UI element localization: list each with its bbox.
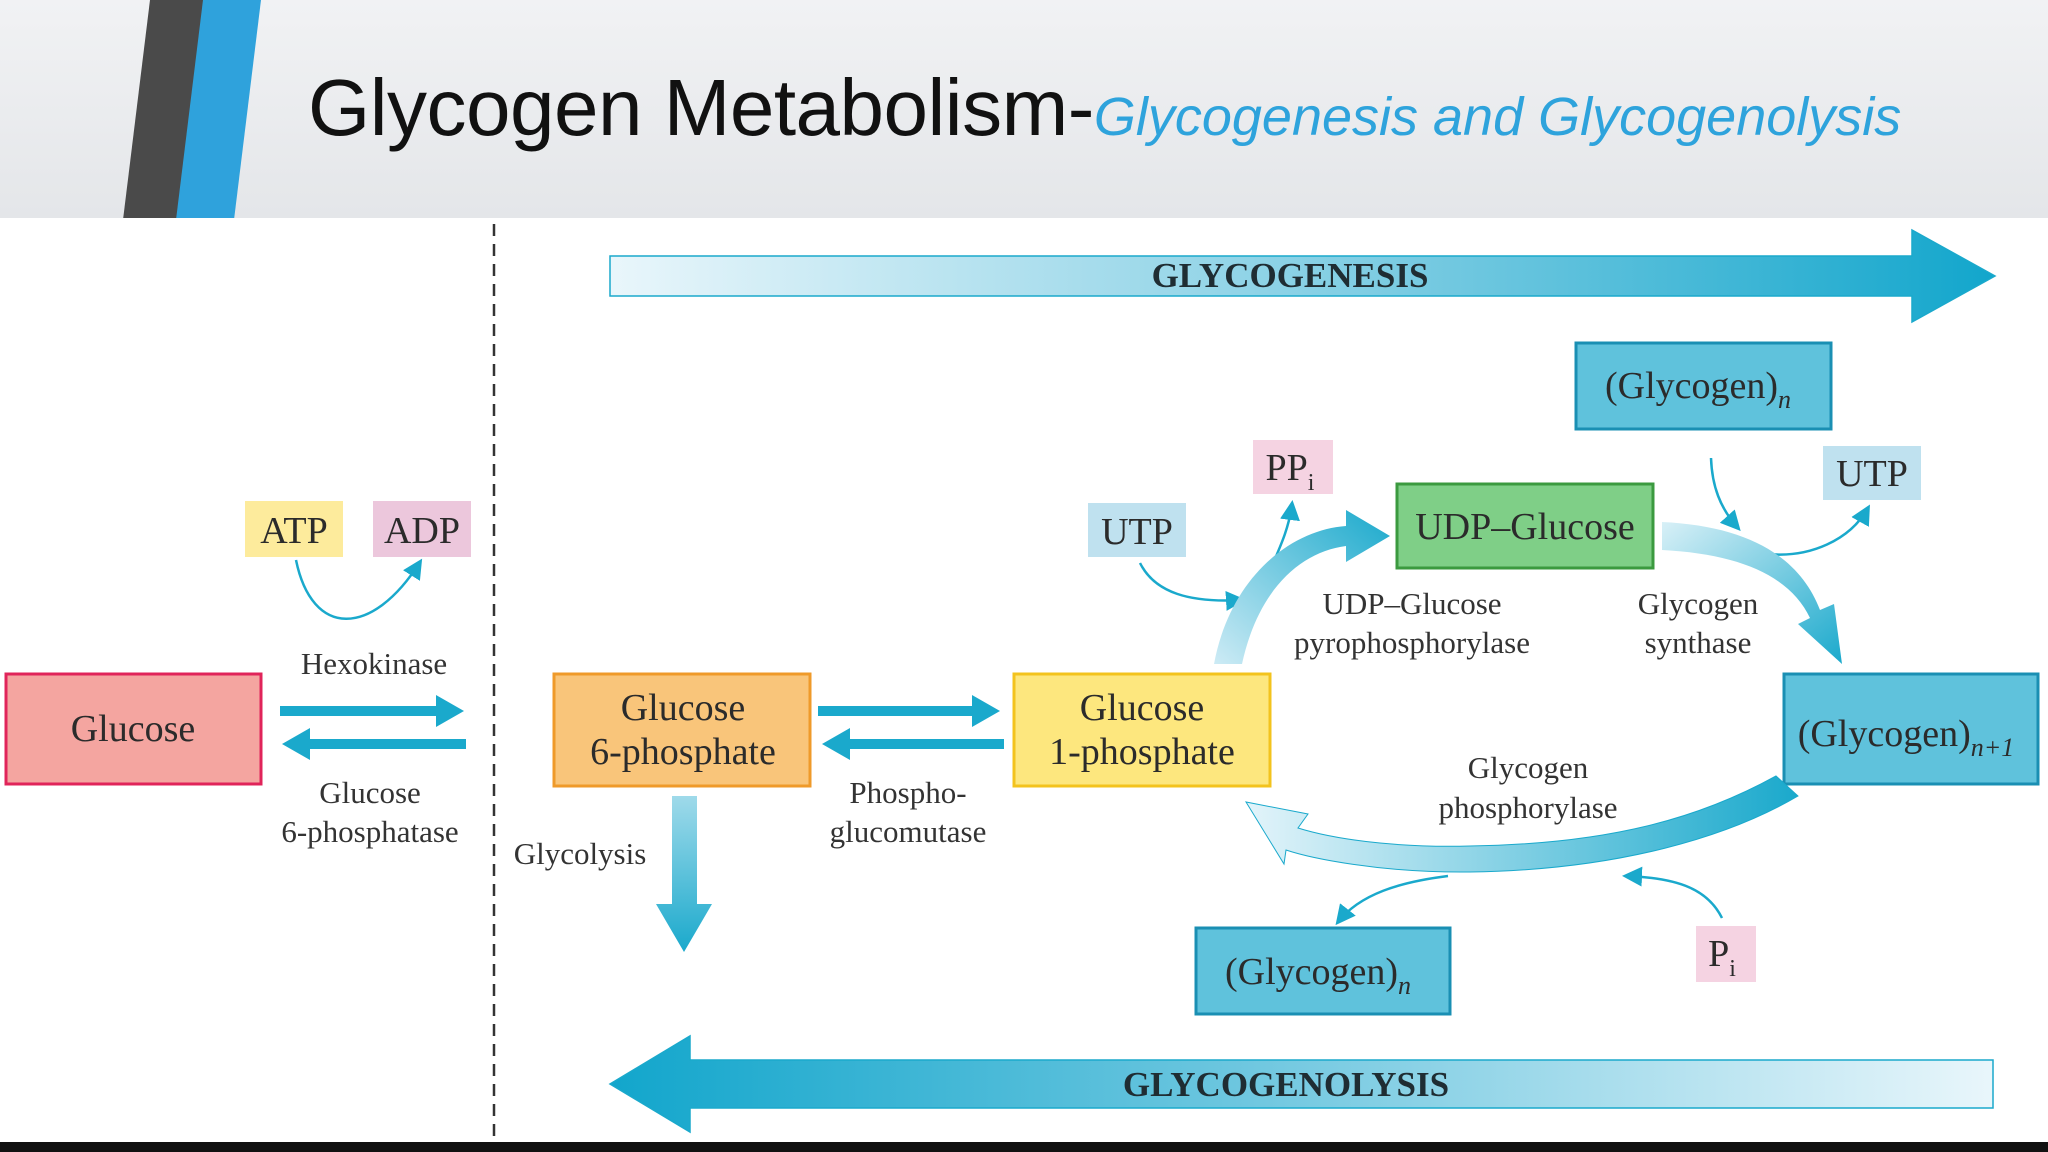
atp-adp-arc: [294, 558, 423, 620]
udp-glucose-label: UDP–Glucose: [1415, 506, 1635, 548]
glycogen-n1-box: [1782, 672, 2040, 786]
udp-ppase-label-line2: pyrophosphorylase: [1294, 625, 1530, 660]
g6p-box: [552, 672, 812, 788]
gsynthase-label-line1: Glycogen: [1638, 586, 1759, 621]
udp-ppase-label-line1: UDP–Glucose: [1322, 586, 1501, 621]
pi-box: [1696, 926, 1756, 982]
glycogen-to-g1p-arrow: [1244, 775, 1799, 873]
g6pase-label-line2: 6-phosphatase: [281, 814, 458, 849]
g6p-to-glucose-arrow: [282, 728, 466, 760]
ppi-box: [1253, 440, 1333, 494]
g6p-to-g1p-arrow: [818, 695, 1000, 727]
g6p-label-line1: Glucose: [621, 687, 746, 729]
atp-label: ATP: [260, 510, 328, 552]
gphosphorylase-label-line2: phosphorylase: [1438, 790, 1617, 825]
utp-right-box: [1823, 446, 1921, 500]
g1p-to-g6p-arrow: [822, 728, 1004, 760]
pgm-label-line2: glucomutase: [830, 814, 987, 849]
glycogenolysis-label: GLYCOGENOLYSIS: [1123, 1065, 1449, 1104]
glycogenolysis-banner-arrow: [608, 1034, 1994, 1134]
slide-header: Glycogen Metabolism-Glycogenesis and Gly…: [0, 0, 2048, 218]
g1p-label-line1: Glucose: [1080, 687, 1205, 729]
glycogen-n-bottom-label: (Glycogen)n: [1225, 951, 1411, 1000]
glycolysis-label: Glycolysis: [514, 836, 647, 871]
glycogen-n-in-arrow: [1709, 457, 1741, 531]
pi-label: Pi: [1708, 933, 1736, 982]
slide-title: Glycogen Metabolism-Glycogenesis and Gly…: [308, 62, 1901, 154]
footer-bar: [0, 1142, 2048, 1152]
glucose-label: Glucose: [71, 708, 196, 750]
gsynthase-label-line2: synthase: [1645, 625, 1752, 660]
g6p-label-line2: 6-phosphate: [590, 731, 776, 773]
atp-box: [245, 501, 343, 557]
glucose-to-g6p-arrow: [280, 695, 464, 727]
ppi-label: PPi: [1266, 447, 1315, 496]
adp-box: [373, 501, 471, 557]
pi-arrow: [1622, 866, 1724, 919]
glycolysis-arrow: [656, 796, 712, 952]
udp-glucose-box: [1395, 482, 1655, 570]
pgm-label-line1: Phospho-: [849, 775, 966, 810]
utp-left-box: [1088, 503, 1186, 557]
adp-label: ADP: [384, 510, 460, 552]
utp-left-arrow: [1138, 562, 1246, 611]
glycogen-n-top-box: [1574, 341, 1833, 431]
g1p-label-line2: 1-phosphate: [1049, 731, 1235, 773]
utp-right-arrow: [1767, 504, 1870, 556]
hexokinase-label: Hexokinase: [301, 646, 447, 681]
g6pase-label-line1: Glucose: [319, 775, 421, 810]
utp-left-label: UTP: [1101, 511, 1173, 553]
utp-right-label: UTP: [1836, 453, 1908, 495]
glycogen-pathway-diagram: GLYCOGENESIS GLYCOGENOLYSIS ATP ADP Hexo…: [4, 224, 2040, 1138]
title-main: Glycogen Metabolism-: [308, 63, 1094, 152]
glycogenesis-banner-arrow: [609, 228, 1997, 324]
glycogen-n-top-label: (Glycogen)n: [1605, 365, 1791, 414]
title-subtitle: Glycogenesis and Glycogenolysis: [1093, 87, 1902, 147]
glucose-box: [4, 672, 263, 786]
glycogen-n-bottom-box: [1194, 926, 1452, 1016]
glycogenesis-label: GLYCOGENESIS: [1152, 256, 1429, 295]
glycogen-n1-label: (Glycogen)n+1: [1798, 713, 2015, 762]
g1p-to-udpglucose-arrow: [1214, 510, 1390, 664]
glycogen-n-out-arrow: [1335, 874, 1449, 926]
gphosphorylase-label-line1: Glycogen: [1468, 750, 1589, 785]
g1p-box: [1012, 672, 1272, 788]
udpglucose-to-glycogen-arrow: [1662, 522, 1842, 664]
